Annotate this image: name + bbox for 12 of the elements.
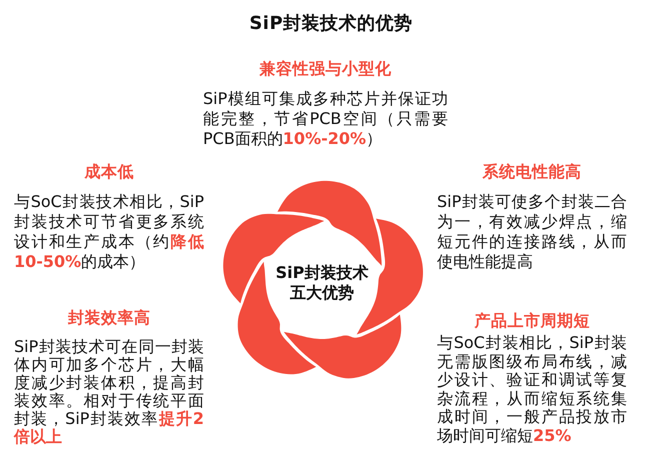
benefit-heading: 成本低 bbox=[84, 162, 134, 182]
diagram-title: SiP封装技术的优势 bbox=[249, 12, 413, 36]
center-title: SiP封装技术五大优势 bbox=[274, 263, 370, 303]
benefit-heading: 封装效率高 bbox=[68, 308, 150, 328]
benefit-heading: 产品上市周期短 bbox=[474, 311, 590, 331]
benefit-heading: 兼容性强与小型化 bbox=[260, 59, 392, 79]
benefit-text: SiP封装技术可在同一封装体内可加多个芯片，大幅度减少封装体积，提高封装效率。相对于传统平面封装，SiP封装效率提升2倍以上 bbox=[14, 338, 204, 446]
benefit-text: SiP模组可集成多种芯片并保证功能完整，节省PCB空间（只需要PCB面积的10%-20%） bbox=[203, 89, 448, 149]
benefit-text: SiP封装可使多个封装二合为一，有效减少焊点，缩短元件的连接路线，从而使电性能提高 bbox=[437, 192, 627, 272]
benefit-heading: 系统电性能高 bbox=[482, 162, 582, 182]
benefit-text: 与SoC封装相比，SiP封装无需版图级布局布线，减少设计、验证和调试等复杂流程，从而缩短系统集成时间，一般产品投放市场时间可缩短25% bbox=[437, 334, 627, 445]
benefit-text: 与SoC封装技术相比，SiP封装技术可节省更多系统设计和生产成本（约降低10-50%的成本） bbox=[14, 192, 204, 272]
